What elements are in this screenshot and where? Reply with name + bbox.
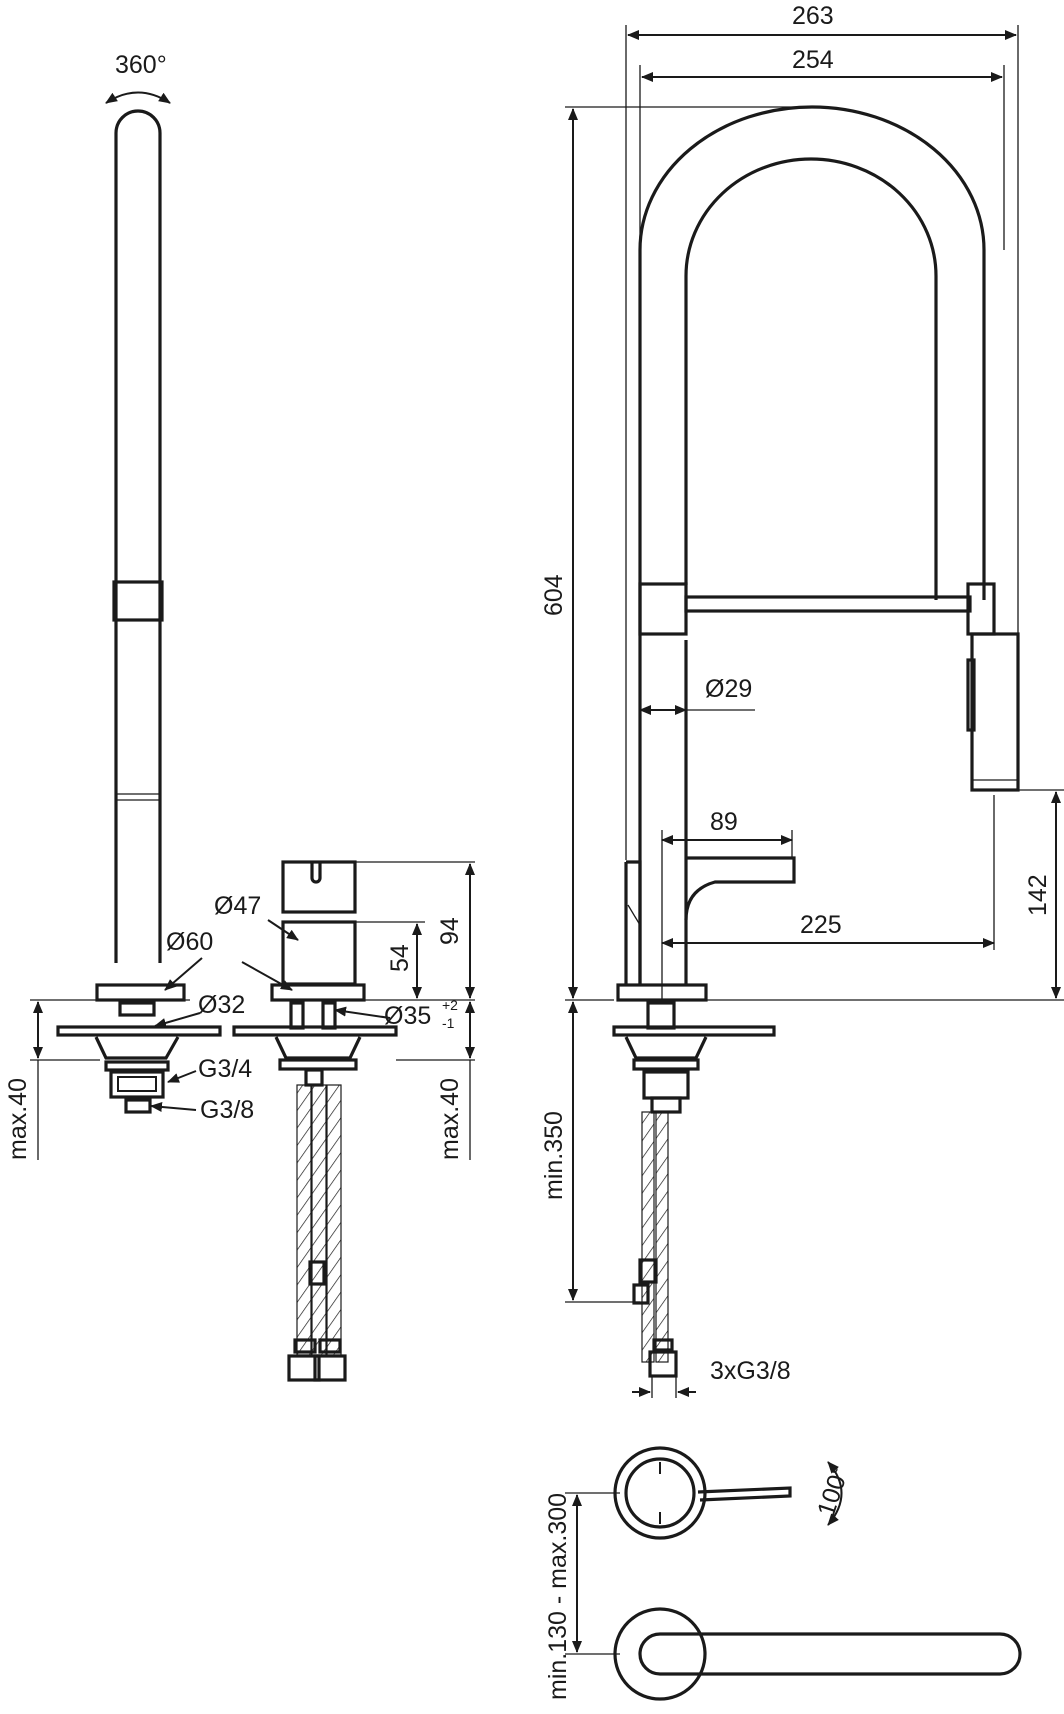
lever-top (697, 1486, 792, 1502)
rotation-360-label: 360° (115, 51, 167, 79)
spacing-label: min.130 - max.300 (544, 1493, 572, 1700)
d47-label: Ø47 (214, 892, 261, 920)
rotation-arrow-icon (105, 91, 171, 104)
counter-slab (56, 1025, 222, 1037)
supply-hose (326, 1084, 342, 1356)
w89-label: 89 (710, 808, 738, 836)
spray-head (966, 582, 996, 636)
w263-label: 263 (792, 2, 834, 30)
d35-label: Ø35 (384, 1002, 431, 1030)
h54-label: 54 (386, 944, 414, 972)
valve-body-view (232, 860, 475, 1382)
g34-label: G3/4 (198, 1055, 252, 1083)
spout-top (613, 1607, 707, 1701)
g38-label: G3/8 (200, 1096, 254, 1124)
spout-tube (114, 109, 162, 963)
min350-label: min.350 (540, 1111, 568, 1200)
d60-label: Ø60 (166, 928, 213, 956)
rotation-100-label: 100° (812, 1462, 855, 1520)
front-view-faucet (565, 25, 1064, 1398)
d35-tol-minus: -1 (442, 1015, 455, 1031)
spray-head-ring (112, 580, 164, 622)
base-plate (95, 983, 186, 1002)
max40-mid-label: max.40 (436, 1078, 464, 1160)
supply-hose (655, 1111, 669, 1363)
d35-tol-plus: +2 (442, 997, 458, 1013)
counter-slab (612, 1025, 776, 1037)
conn-label: 3xG3/8 (710, 1357, 791, 1385)
holder-bar (684, 595, 972, 613)
d29-label: Ø29 (705, 675, 752, 703)
supply-hose (641, 1111, 655, 1363)
valve-body (281, 920, 357, 986)
counter-slab (232, 1025, 398, 1037)
lever-handle (684, 856, 796, 921)
spray-head (970, 632, 1020, 792)
h142-label: 142 (1024, 874, 1052, 916)
d32-label: Ø32 (198, 991, 245, 1019)
w254-label: 254 (792, 46, 834, 74)
w225-label: 225 (800, 911, 842, 939)
h604-label: 604 (540, 574, 568, 616)
handle-ring (613, 1446, 707, 1540)
side-view-faucet (30, 91, 222, 1160)
supply-hose (296, 1084, 312, 1356)
top-view (565, 1446, 1022, 1701)
h94-label: 94 (436, 917, 464, 945)
rotation-arrow-icon (827, 1461, 843, 1526)
supply-hose (311, 1084, 327, 1356)
max40-left-label: max.40 (4, 1078, 32, 1160)
mounting-nut (94, 1036, 180, 1060)
